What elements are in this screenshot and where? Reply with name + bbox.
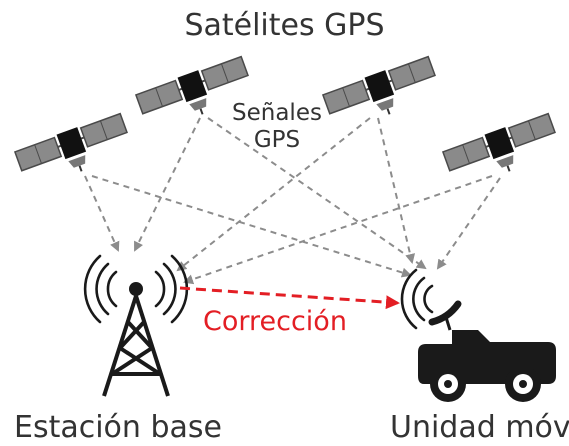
- diagram-title: Satélites GPS: [184, 8, 385, 43]
- correction-label: Corrección: [203, 306, 347, 337]
- radio-tower-icon: [83, 254, 189, 397]
- gps-signal-arrows: [84, 117, 501, 285]
- satellite-icon: [321, 53, 444, 135]
- correction-arrow: [179, 286, 400, 310]
- mobile-unit-label: Unidad móvil: [390, 410, 569, 445]
- satellite-icon: [441, 110, 564, 192]
- antenna-waves-icon: [400, 268, 434, 330]
- base-station-label: Estación base: [14, 410, 222, 445]
- signals-label: Señales GPS: [232, 100, 322, 153]
- satellite-icon: [13, 110, 136, 192]
- vehicle-icon: [418, 300, 556, 402]
